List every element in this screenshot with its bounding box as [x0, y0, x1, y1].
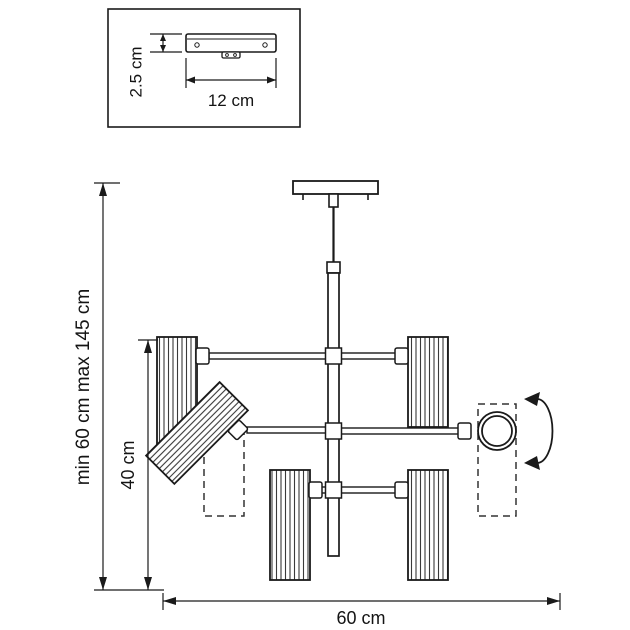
- arm-middle-right: [338, 427, 462, 435]
- width-label: 60 cm: [336, 608, 385, 628]
- width-dimension: 60 cm: [162, 593, 561, 628]
- canopy-side-view: [185, 33, 277, 59]
- chandelier-drawing: [144, 180, 554, 581]
- inset-height-dimension: 2.5 cm: [126, 33, 182, 98]
- stem-clamp-top: [324, 347, 343, 365]
- inset-frame: [107, 8, 301, 128]
- rotation-arrow-icon: [524, 392, 554, 470]
- inset-box: 2.5 cm 12 cm: [107, 8, 301, 128]
- arm-bottom-right: [338, 486, 397, 494]
- stem-collar: [328, 193, 339, 208]
- stem: [326, 193, 341, 557]
- arm-middle-left: [246, 426, 329, 434]
- stem-bar: [327, 272, 340, 557]
- joint-top-left: [195, 347, 210, 365]
- arm-top-left: [208, 352, 329, 360]
- arm-top-right: [338, 352, 397, 360]
- ghost-position-left: [203, 431, 245, 517]
- shade-end-view: [477, 411, 517, 451]
- inset-width-dimension: 12 cm: [185, 58, 277, 110]
- joint-bottom-right: [394, 481, 409, 499]
- joint-middle-right: [457, 422, 472, 440]
- joint-top-right: [394, 347, 409, 365]
- inset-width-label: 12 cm: [208, 91, 254, 110]
- stem-clamp-middle: [324, 422, 343, 440]
- joint-tilted-shade: [227, 419, 249, 441]
- body-height-dimension: 40 cm: [118, 339, 158, 590]
- shade-tilted: [144, 380, 250, 486]
- shade-bottom-left: [269, 469, 311, 581]
- shade-top-right: [407, 336, 449, 428]
- inset-height-label: 2.5 cm: [126, 46, 145, 97]
- overall-height-dimension: min 60 cm max 145 cm: [73, 182, 164, 591]
- shade-bottom-right: [407, 469, 449, 581]
- overall-height-label: min 60 cm max 145 cm: [73, 289, 94, 485]
- ghost-position-right: [477, 403, 517, 517]
- stem-clamp-bottom: [324, 481, 343, 499]
- body-height-label: 40 cm: [118, 440, 138, 489]
- joint-bottom-left: [308, 481, 323, 499]
- stem-coupler: [326, 261, 341, 274]
